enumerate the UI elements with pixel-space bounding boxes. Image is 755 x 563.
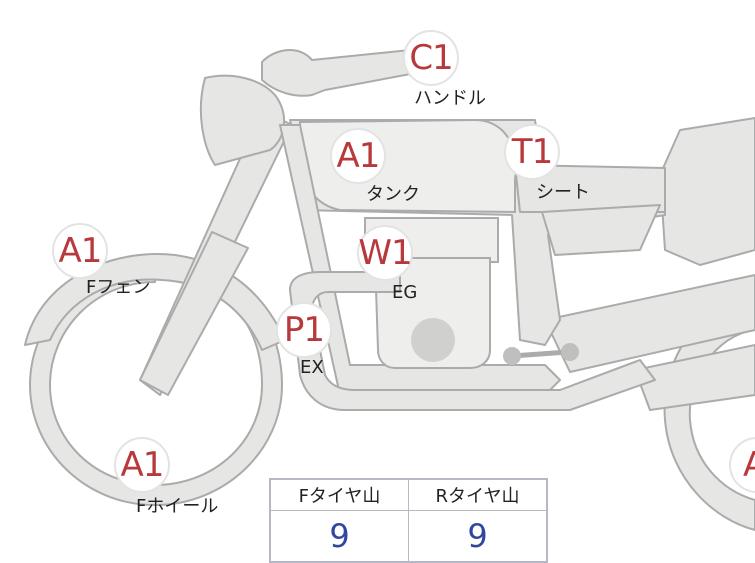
badge-code: A1 xyxy=(120,445,165,485)
badge-circle xyxy=(276,302,332,358)
badge-circle xyxy=(114,437,170,493)
label-exhaust: EX xyxy=(300,357,324,378)
badge-code: C1 xyxy=(409,38,453,78)
badge-circle xyxy=(52,223,108,279)
table-header-row: Fタイヤ山 Rタイヤ山 xyxy=(269,478,548,511)
value-front-tire[interactable]: 9 xyxy=(269,510,409,563)
badge-code: A xyxy=(743,445,755,485)
badge-seat[interactable]: T1 xyxy=(504,124,560,180)
label-handle: ハンドル xyxy=(414,88,486,109)
side-cover xyxy=(541,204,661,256)
badge-code: W1 xyxy=(358,233,412,273)
value-rear-tire[interactable]: 9 xyxy=(408,510,548,563)
exhaust-pipe xyxy=(289,271,656,411)
label-front-wheel: Fホイール xyxy=(136,496,219,517)
label-seat: シート xyxy=(536,182,590,203)
badge-exhaust[interactable]: P1 xyxy=(276,302,332,358)
badge-front-wheel[interactable]: A1 xyxy=(114,437,170,493)
badge-engine[interactable]: W1 xyxy=(357,225,413,281)
header-rear-tire: Rタイヤ山 xyxy=(408,478,548,511)
badge-code: T1 xyxy=(511,132,553,172)
badge-code: P1 xyxy=(283,310,325,350)
rear-shock xyxy=(634,344,755,411)
label-front-fender: Fフェン xyxy=(86,277,151,298)
label-tank: タンク xyxy=(366,184,420,205)
engine-cover xyxy=(411,318,455,362)
tire-tread-table: Fタイヤ山 Rタイヤ山 9 9 xyxy=(269,478,548,563)
lever-end-left xyxy=(503,347,521,365)
badge-front-fender[interactable]: A1 xyxy=(52,223,108,279)
lever xyxy=(509,349,571,359)
seat-shape xyxy=(514,164,666,213)
badge-code: A1 xyxy=(58,231,103,271)
badge-handle[interactable]: C1 xyxy=(403,30,459,86)
lever-end-right xyxy=(561,343,579,361)
header-front-tire: Fタイヤ山 xyxy=(269,478,409,511)
badge-code: A1 xyxy=(336,136,381,176)
badge-tank[interactable]: A1 xyxy=(330,128,386,184)
badge-circle xyxy=(330,128,386,184)
table-row: 9 9 xyxy=(269,510,548,563)
label-engine: EG xyxy=(392,282,418,303)
badge-circle xyxy=(403,30,459,86)
engine-block xyxy=(373,257,491,369)
rear-fender xyxy=(659,117,755,266)
badge-circle xyxy=(357,225,413,281)
badge-rear-partial[interactable]: A xyxy=(729,437,755,493)
fork-lower xyxy=(139,231,249,396)
badge-circle xyxy=(504,124,560,180)
